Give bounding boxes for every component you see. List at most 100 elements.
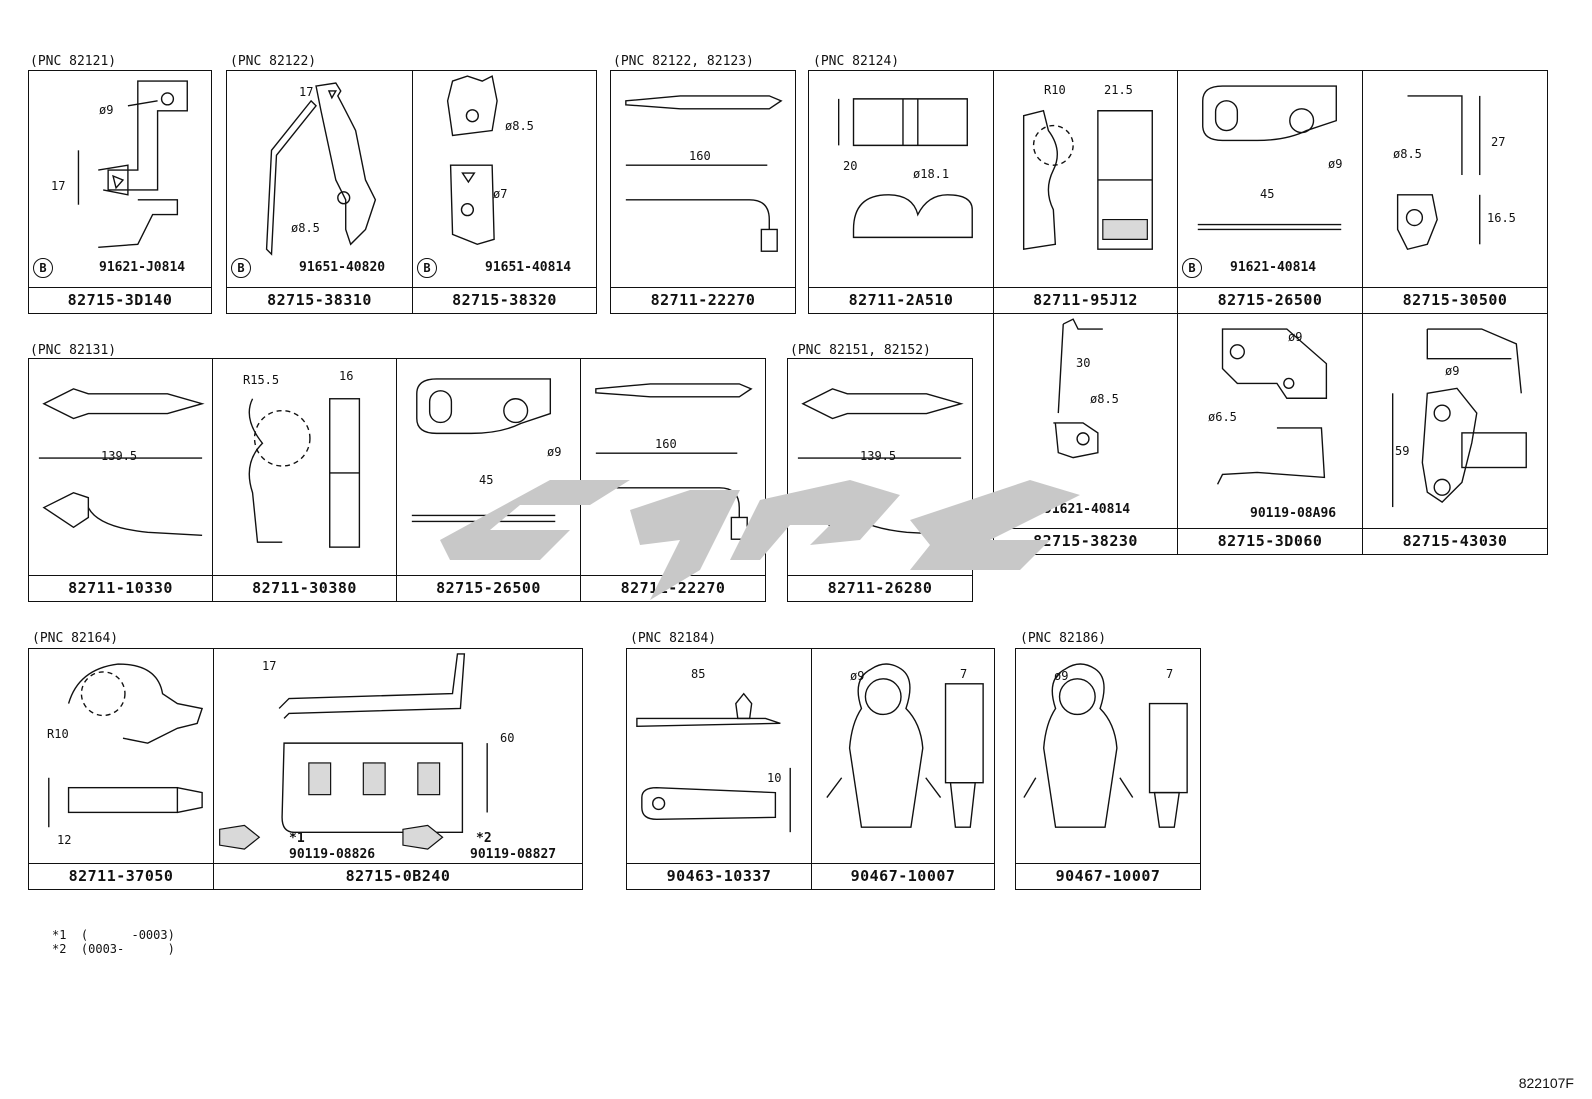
part-number[interactable]: 82715-3D060 (1178, 528, 1362, 554)
part-number[interactable]: 82711-22270 (581, 575, 765, 601)
clamp-drawing (213, 359, 396, 576)
part-number[interactable]: 90467-10007 (812, 863, 994, 889)
dim-label: 27 (1491, 135, 1506, 149)
part-number[interactable]: 82715-38320 (413, 287, 596, 313)
dim-label: 16.5 (1487, 211, 1516, 225)
bracket-drawing (227, 71, 412, 288)
sub-part-number[interactable]: 91651-40820 (299, 260, 386, 275)
figure-code: 822107F (1518, 1075, 1574, 1091)
part-number[interactable]: 82715-38310 (227, 287, 412, 313)
dim-label: ø18.1 (913, 167, 950, 181)
sub-part-icon: B (417, 258, 437, 278)
part-number[interactable]: 82715-0B240 (214, 863, 582, 889)
sub-part-number[interactable]: 91621-J0814 (99, 260, 186, 275)
part-cell[interactable]: 160 82711-22270 (580, 358, 766, 602)
pnc-label-82151-82152: (PNC 82151, 82152) (790, 343, 931, 358)
dim-label: 17 (262, 659, 277, 673)
dim-label: R10 (1044, 83, 1066, 97)
dim-label: ø9 (99, 103, 114, 117)
pnc-label-82131: (PNC 82131) (30, 343, 117, 358)
dim-label: 7 (960, 667, 968, 681)
cable-tie-drawing (581, 359, 765, 576)
dim-label: R15.5 (243, 373, 280, 387)
part-cell[interactable]: R10 12 82711-37050 (28, 648, 214, 890)
dim-label: ø9 (1054, 669, 1069, 683)
bracket-drawing (1363, 314, 1547, 529)
part-number[interactable]: 90467-10007 (1016, 863, 1200, 889)
part-number[interactable]: 82711-2A510 (809, 287, 993, 313)
part-number[interactable]: 82711-10330 (29, 575, 212, 601)
dim-label: ø8.5 (291, 221, 320, 235)
bracket-drawing (1178, 314, 1362, 529)
part-cell[interactable]: 45 ø9 82715-26500 (396, 358, 581, 602)
dim-label: ø9 (1328, 157, 1343, 171)
pnc-label-82186: (PNC 82186) (1020, 631, 1107, 646)
part-number[interactable]: 82715-30500 (1363, 287, 1547, 313)
part-cell[interactable]: ø9 ø6.5 90119-08A96 82715-3D060 (1177, 313, 1363, 555)
part-cell[interactable]: ø9 45 B 91621-40814 82715-26500 (1177, 70, 1363, 314)
bracket-drawing (413, 71, 596, 288)
dim-label: ø8.5 (505, 119, 534, 133)
part-number[interactable]: 82715-43030 (1363, 528, 1547, 554)
part-number[interactable]: 82711-95J12 (994, 287, 1177, 313)
part-number[interactable]: 82711-22270 (611, 287, 795, 313)
clamp-drawing (994, 71, 1177, 288)
dim-label: 60 (500, 731, 515, 745)
part-number[interactable]: 82715-3D140 (29, 287, 211, 313)
clamp-drawing (809, 71, 993, 288)
sub-part-number[interactable]: 90119-08827 (470, 847, 557, 862)
dim-label: 17 (299, 85, 314, 99)
part-number[interactable]: 82715-38230 (994, 528, 1177, 554)
sub-part-number[interactable]: 91621-40814 (1230, 260, 1317, 275)
part-number[interactable]: 90463-10337 (627, 863, 811, 889)
part-cell[interactable]: 160 82711-22270 (610, 70, 796, 314)
part-number[interactable]: 82715-26500 (397, 575, 580, 601)
bracket-drawing (397, 359, 580, 576)
part-cell[interactable]: 30 ø8.5 B 91621-40814 82715-38230 (993, 313, 1178, 555)
part-cell[interactable]: 27 ø8.5 16.5 82715-30500 (1362, 70, 1548, 314)
dim-label: 160 (689, 149, 711, 163)
dim-label: 17 (51, 179, 66, 193)
sub-part-number[interactable]: 91651-40814 (485, 260, 572, 275)
part-cell[interactable]: 139.5 82711-10330 (28, 358, 213, 602)
part-cell[interactable]: 17 60 *1 90119-08826 *2 90119-08827 8271… (213, 648, 583, 890)
dim-label: ø9 (1288, 330, 1303, 344)
dim-label: 10 (767, 771, 782, 785)
part-cell[interactable]: 139.5 82711-26280 (787, 358, 973, 602)
footnote: *2 (0003- ) (52, 942, 175, 956)
sub-part-number[interactable]: 91621-40814 (1044, 502, 1131, 517)
dim-label: 139.5 (860, 449, 897, 463)
part-cell[interactable]: 17 ø8.5 B 91651-40820 82715-38310 (226, 70, 413, 314)
part-cell[interactable]: 85 10 90463-10337 (626, 648, 812, 890)
part-number[interactable]: 82711-37050 (29, 863, 213, 889)
part-cell[interactable]: ø9 7 90467-10007 (1015, 648, 1201, 890)
dim-label: 139.5 (101, 449, 138, 463)
part-cell[interactable]: ø9 59 82715-43030 (1362, 313, 1548, 555)
bracket-drawing (29, 71, 211, 288)
sub-part-icon: B (33, 258, 53, 278)
clip-drawing (788, 359, 972, 576)
dim-label: 21.5 (1104, 83, 1133, 97)
part-cell[interactable]: ø9 7 90467-10007 (811, 648, 995, 890)
part-number[interactable]: 82715-26500 (1178, 287, 1362, 313)
bracket-drawing (214, 649, 582, 864)
sub-part-number[interactable]: 90119-08A96 (1250, 506, 1337, 521)
part-cell[interactable]: R10 21.5 82711-95J12 (993, 70, 1178, 314)
bracket-drawing (994, 314, 1177, 529)
clip-drawing (29, 359, 212, 576)
part-cell[interactable]: 20 ø18.1 82711-2A510 (808, 70, 994, 314)
part-number[interactable]: 82711-26280 (788, 575, 972, 601)
part-number[interactable]: 82711-30380 (213, 575, 396, 601)
dim-label: ø8.5 (1090, 392, 1119, 406)
sub-part-mark: *2 (476, 831, 492, 846)
pnc-label-82124: (PNC 82124) (813, 54, 900, 69)
part-cell[interactable]: R15.5 16 82711-30380 (212, 358, 397, 602)
dim-label: 20 (843, 159, 858, 173)
clip-drawing (1016, 649, 1200, 864)
part-cell[interactable]: ø8.5 ø7 B 91651-40814 82715-38320 (412, 70, 597, 314)
clip-drawing (812, 649, 994, 864)
sub-part-number[interactable]: 90119-08826 (289, 847, 376, 862)
part-cell[interactable]: ø9 17 B 91621-J0814 82715-3D140 (28, 70, 212, 314)
dim-label: 45 (1260, 187, 1275, 201)
dim-label: 16 (339, 369, 354, 383)
